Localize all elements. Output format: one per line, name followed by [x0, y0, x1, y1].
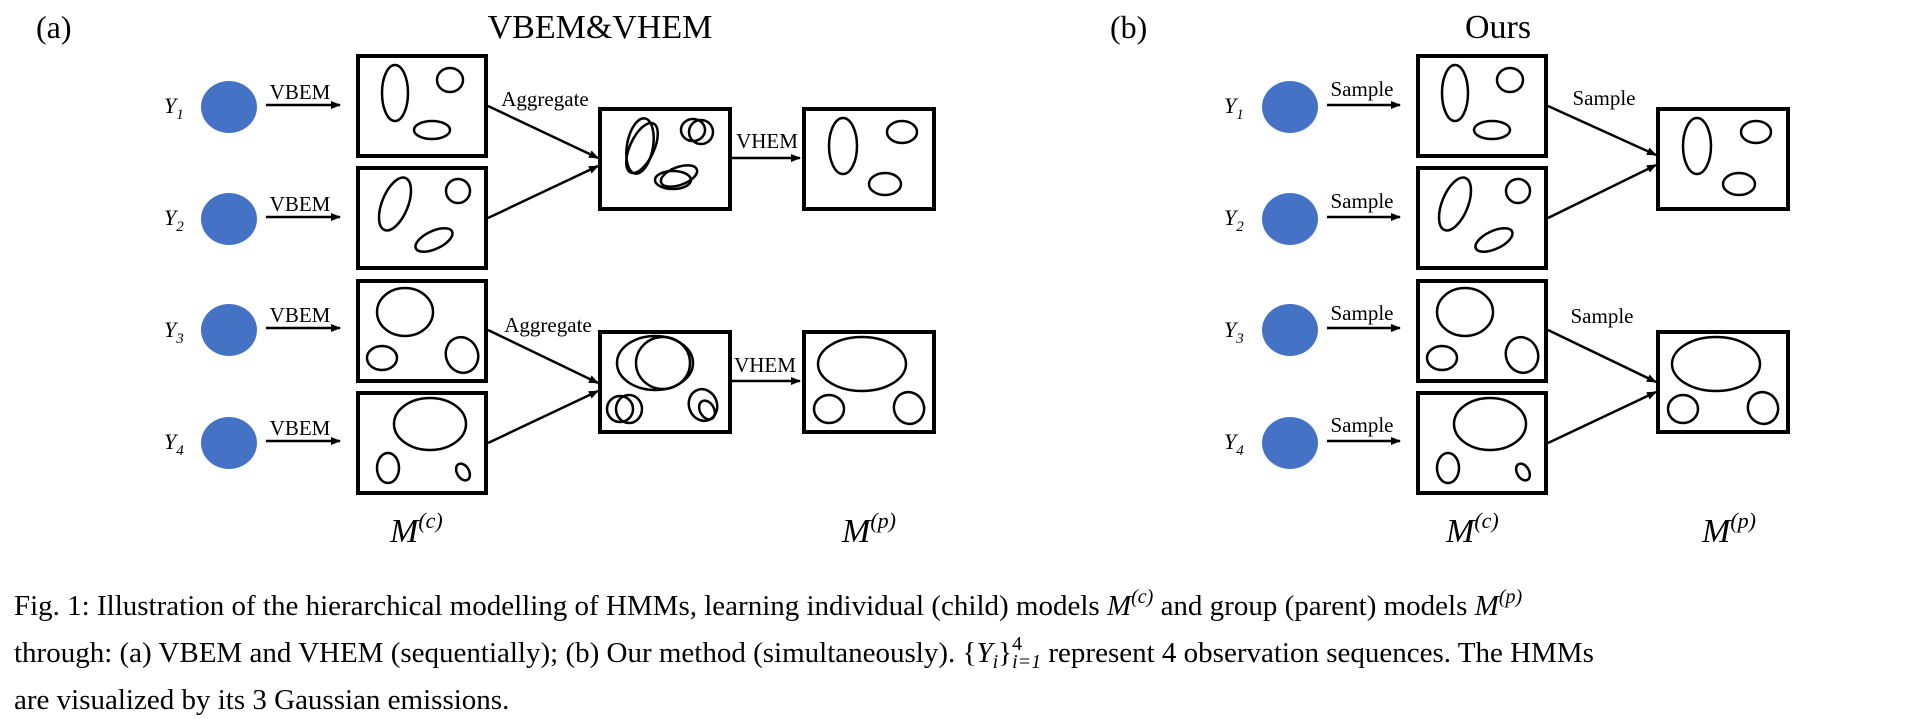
observation-b-node-y1 [1262, 81, 1318, 133]
panel-b-observations: Y1 Y2 Y3 Y4 [1224, 81, 1318, 469]
obs-label-y1: Y1 [164, 93, 184, 123]
observation-node-y1 [201, 81, 257, 133]
caption-line2-text: through: (a) VBEM and VHEM (sequentially… [14, 637, 963, 669]
caption-text: Fig. 1: Illustration of the hierarchical… [14, 590, 1107, 622]
observation-node-y2 [201, 193, 257, 245]
sample-label-4: Sample [1331, 413, 1394, 437]
caption-set-close: } [998, 637, 1013, 669]
panel-b-label: (b) [1110, 9, 1147, 45]
aggregated-box-bottom [598, 330, 732, 434]
child-model-box-3 [356, 279, 488, 383]
caption-set-open: { [962, 637, 977, 669]
caption-line-2: through: (a) VBEM and VHEM (sequentially… [14, 625, 1914, 681]
panel-a-child-models [356, 54, 488, 495]
caption-parent-sup: (p) [1498, 586, 1523, 608]
sample-label-3: Sample [1331, 301, 1394, 325]
obs-label-y4: Y4 [164, 429, 184, 459]
panel-b-child-models [1416, 54, 1548, 495]
caption-m-child: M [1106, 590, 1132, 622]
panel-a-aggregated-models [598, 107, 732, 434]
panel-a-observations: Y1 Y2 Y3 Y4 [164, 81, 257, 469]
panel-a-parent-label: M(p) [841, 508, 896, 550]
b-parent-model-box-bottom [1656, 330, 1790, 434]
aggregate-label-bottom: Aggregate [504, 313, 591, 337]
obs-b-label-y4: Y4 [1224, 429, 1244, 459]
figure-caption: Fig. 1: Illustration of the hierarchical… [14, 578, 1914, 719]
vbem-label-4: VBEM [270, 416, 331, 440]
b-child-model-box-1 [1416, 54, 1548, 158]
parent-model-box-bottom [802, 330, 936, 434]
panel-a-parent-models [802, 107, 936, 434]
caption-line-3: are visualized by its 3 Gaussian emissio… [14, 684, 510, 716]
panel-a-vbem-edges [266, 101, 341, 445]
sample-label-1: Sample [1331, 77, 1394, 101]
panel-b-parent-models [1656, 107, 1790, 434]
b-child-model-box-4 [1416, 391, 1548, 495]
caption-set-sub: i [992, 651, 999, 673]
observation-node-y3 [201, 304, 257, 356]
child-model-box-4 [356, 391, 488, 495]
caption-line2-tail: represent 4 observation sequences. The H… [1041, 637, 1594, 669]
b-parent-model-box-top [1656, 107, 1790, 211]
observation-b-node-y2 [1262, 193, 1318, 245]
panel-b-child-label: M(c) [1445, 508, 1499, 550]
obs-label-y2: Y2 [164, 205, 184, 235]
vbem-label-3: VBEM [270, 303, 331, 327]
panel-b-sample-edges [1327, 101, 1401, 445]
obs-label-y3: Y3 [164, 317, 184, 347]
panel-a-vhem-edges [732, 154, 801, 385]
panel-b-title: Ours [1465, 9, 1531, 46]
vbem-label-2: VBEM [270, 192, 331, 216]
obs-b-label-y3: Y3 [1224, 317, 1244, 347]
sample-merge-label-bottom: Sample [1571, 304, 1634, 328]
observation-b-node-y3 [1262, 304, 1318, 356]
panel-a-label: (a) [36, 9, 72, 45]
aggregate-label-top: Aggregate [501, 87, 588, 111]
caption-range-sup: 4 [1012, 633, 1023, 655]
panel-a-aggregate-edges [487, 104, 599, 445]
caption-line-1: Fig. 1: Illustration of the hierarchical… [14, 578, 1914, 625]
b-child-model-box-2 [1416, 166, 1548, 270]
caption-range-sub: i=1 [1012, 651, 1042, 673]
observation-node-y4 [201, 417, 257, 469]
child-model-box-2 [356, 166, 488, 270]
observation-b-node-y4 [1262, 417, 1318, 469]
caption-mid-text: and group (parent) models [1153, 590, 1475, 622]
parent-model-box-top [802, 107, 936, 211]
aggregated-box-top [598, 107, 732, 211]
vhem-label-bottom: VHEM [734, 353, 796, 377]
panel-b-merge-edges [1547, 104, 1657, 445]
panel-a-title: VBEM&VHEM [488, 9, 713, 46]
vbem-label-1: VBEM [270, 80, 331, 104]
vhem-label-top: VHEM [736, 129, 798, 153]
caption-set-var: Y [976, 637, 993, 669]
sample-merge-label-top: Sample [1573, 86, 1636, 110]
caption-child-sup: (c) [1131, 586, 1154, 608]
panel-a-child-label: M(c) [389, 508, 443, 550]
obs-b-label-y1: Y1 [1224, 93, 1244, 123]
child-model-box-1 [356, 54, 488, 158]
hmm-diagram: (a) VBEM&VHEM Y1 Y2 Y3 Y4 VBEM VBEM VBEM… [36, 9, 1790, 550]
obs-b-label-y2: Y2 [1224, 205, 1244, 235]
caption-m-parent: M [1474, 590, 1499, 622]
panel-b-parent-label: M(p) [1701, 508, 1756, 550]
sample-label-2: Sample [1331, 189, 1394, 213]
b-child-model-box-3 [1416, 279, 1548, 383]
